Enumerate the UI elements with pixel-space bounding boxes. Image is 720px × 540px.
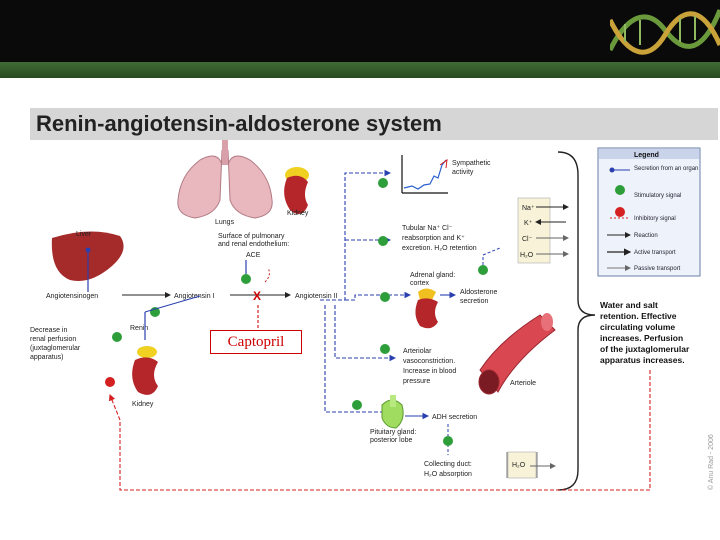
- credit-text: © Anu Rad - 2006: [707, 434, 715, 490]
- sympathetic-graph-icon: [401, 155, 448, 194]
- tubular-label-1: Tubular Na⁺ Cl⁻: [402, 225, 453, 232]
- decrease-label-1: Decrease in: [30, 327, 67, 334]
- decrease-label-4: apparatus): [30, 354, 63, 361]
- water-label-3: circulating volume: [600, 322, 675, 332]
- arteriolar-stimulatory-icon: [380, 344, 390, 354]
- water-label-1: Water and salt: [600, 300, 658, 310]
- collecting-label-1: Collecting duct:: [424, 461, 472, 468]
- ace-stimulatory-icon: [241, 274, 251, 284]
- arteriolar-label-1: Arteriolar: [403, 348, 432, 355]
- water-label-4: increases. Perfusion: [600, 333, 683, 343]
- tubular-stimulatory-icon: [378, 236, 388, 246]
- kidney-bottom-icon: [132, 346, 158, 395]
- legend-item-passive: Passive transport: [634, 266, 681, 272]
- angiotensinogen-label: Angiotensinogen: [46, 293, 98, 300]
- collecting-stimulatory-icon: [443, 436, 453, 446]
- water-label-2: retention. Effective: [600, 311, 677, 321]
- tubular-label-2: reabsorption and K⁺: [402, 235, 465, 242]
- tubular-label-3: excretion. H₂O retention: [402, 245, 477, 252]
- ace-label: ACE: [246, 252, 261, 259]
- page-title: Renin-angiotensin-aldosterone system: [36, 111, 442, 136]
- kidney-bottom-label: Kidney: [132, 401, 154, 408]
- banner-stripe: [0, 62, 720, 78]
- captopril-label: Captopril: [210, 330, 302, 354]
- negative-feedback-line: [108, 370, 651, 491]
- arteriolar-label-3: Increase in blood: [403, 368, 456, 375]
- pituitary-icon: [381, 395, 404, 429]
- legend-item-stimulatory: Stimulatory signal: [634, 193, 681, 199]
- arteriolar-label-2: vasoconstriction.: [403, 358, 455, 365]
- pituitary-stimulatory-icon: [352, 400, 362, 410]
- legend-item-reaction: Reaction: [634, 233, 658, 239]
- angiotensin1-label: Angiotensin I: [174, 293, 215, 300]
- kidney-top-label: Kidney: [287, 210, 309, 217]
- adrenal-label-2: cortex: [410, 280, 430, 287]
- aldosterone-label-2: secretion: [460, 298, 489, 305]
- collecting-label-2: H₂O absorption: [424, 471, 472, 478]
- sympathetic-stimulatory-icon: [378, 178, 388, 188]
- legend-title: Legend: [634, 152, 659, 159]
- top-banner: [0, 0, 720, 62]
- surface-label-1: Surface of pulmonary: [218, 233, 285, 240]
- h2o-box: [507, 451, 537, 479]
- jga-stimulatory-icon: [112, 332, 122, 342]
- legend-box: Legend Secretion from an organ Stimulato…: [597, 147, 701, 277]
- lungs-label: Lungs: [215, 219, 235, 226]
- sympathetic-label-2: activity: [452, 169, 474, 176]
- arteriole-label: Arteriole: [510, 380, 536, 387]
- ion-cl-label: Cl⁻: [522, 236, 533, 243]
- pituitary-label-2: posterior lobe: [370, 437, 413, 444]
- adh-label: ADH secretion: [432, 414, 477, 421]
- liver-secretion-dot: [85, 247, 91, 253]
- decrease-label-3: (juxtaglomerular: [30, 345, 81, 352]
- water-label-6: apparatus increases.: [600, 355, 685, 365]
- ion-na-label: Na⁺: [522, 205, 535, 212]
- kidney-top-icon: [284, 167, 309, 214]
- decrease-label-2: renal perfusion: [30, 336, 76, 343]
- lungs-icon: [177, 140, 273, 219]
- adrenal-stimulatory-icon: [380, 292, 390, 302]
- adrenal-kidney-icon: [415, 288, 438, 329]
- h2o-box-label: H₂O: [512, 462, 526, 469]
- jga-inhibitory-icon: [105, 377, 115, 387]
- ion-k-label: K⁺: [524, 220, 533, 227]
- arteriolar-label-4: pressure: [403, 378, 430, 385]
- water-label-5: of the juxtaglomerular: [600, 344, 690, 354]
- legend-item-secretion: Secretion from an organ: [634, 166, 698, 172]
- angiotensin2-label: Angiotensin II: [295, 293, 337, 300]
- arteriole-icon: [478, 313, 556, 395]
- legend-item-inhibitory: Inhibitory signal: [634, 216, 676, 222]
- ion-h2o-label: H₂O: [520, 252, 534, 259]
- liver-label: Liver: [76, 231, 92, 238]
- pituitary-label-1: Pituitary gland:: [370, 429, 416, 436]
- renin-to-reaction-line: [144, 295, 201, 313]
- inhibit-x-icon: X: [253, 289, 261, 303]
- aldosterone-label-1: Aldosterone: [460, 289, 497, 296]
- surface-label-2: and renal endothelium:: [218, 241, 289, 248]
- effects-bracket: [557, 151, 596, 491]
- sympathetic-label-1: Sympathetic: [452, 160, 491, 167]
- adrenal-label-1: Adrenal gland:: [410, 272, 455, 279]
- aldosterone-stimulatory-icon: [478, 265, 488, 275]
- legend-stimulatory-icon: [615, 185, 625, 195]
- ion-transport-box: Na⁺ K⁺ Cl⁻ H₂O: [517, 197, 569, 264]
- renin-label: Renin: [130, 325, 148, 332]
- title-bar: [30, 108, 718, 140]
- legend-inhibitory-icon: [615, 207, 625, 217]
- aldosterone-to-tubular-line: [482, 247, 501, 265]
- captopril-inhibit-line: [264, 267, 270, 283]
- legend-item-active: Active transport: [634, 250, 676, 256]
- dna-logo-icon: [610, 9, 720, 55]
